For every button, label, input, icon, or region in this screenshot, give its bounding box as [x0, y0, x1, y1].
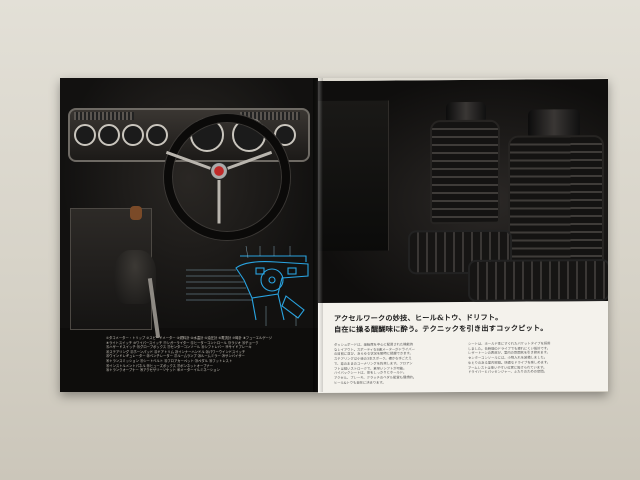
parts-legend: ①タコメーター・トリップ ②スピードメーター ③燃料計 ④水温計 ⑤油圧計 ⑥電…: [106, 336, 312, 388]
dashboard-photo: [60, 78, 318, 338]
gauge-icon: [146, 124, 168, 146]
body-line: ドライバーとパッセンジャー、ふたりのための空間。: [468, 369, 547, 375]
body-line: ヒール&トウも自在に決まります。: [334, 380, 386, 385]
shift-knob: [130, 206, 142, 220]
gauge-icon: [274, 124, 296, 146]
steering-wheel: [164, 114, 290, 240]
seat-back-front: [508, 135, 604, 264]
body-column-1: ダッシュボードは、運転席を中心に配置された機能的 なレイアウト。スポーティな8連…: [334, 342, 454, 385]
seat-back-rear: [430, 119, 500, 225]
legend-line: ①タコメーター・トリップ ②スピードメーター ③燃料計 ④水温計 ⑤油圧計 ⑥電…: [106, 336, 273, 340]
gauge-icon: [74, 124, 96, 146]
interior-diagram: [186, 246, 309, 326]
horn-pad: [210, 162, 228, 180]
vent-left: [74, 112, 134, 120]
legend-line: ㉕ウインドレギュレーター ㉖ベンチレーター ㉗ルームランプ ㉘ルームミラー ㉙サ…: [106, 354, 245, 359]
seats-photo: [318, 78, 608, 304]
headline-line: 自在に操る醍醐味に酔う。テクニックを引き出すコックピット。: [334, 323, 548, 334]
gauge-icon: [98, 124, 120, 146]
body-column-2: シートは、ホールド性にすぐれたバケットタイプを採用 しました。長時間のドライブで…: [468, 341, 588, 375]
right-page: アクセルワークの妙技、ヒール&トウ、ドリフト。 自在に操る醍醐味に酔う。テクニッ…: [318, 78, 608, 394]
legend-line: ⑮ハザードスイッチ ⑯グローブボックス ⑰センターコンソール ⑱シフトレバー ⑲…: [106, 345, 252, 350]
vent-right: [240, 112, 300, 120]
legend-line: ㉚トランスミッション ㉛シートベルト ㉜フロアカーペット ㉝ペダル ㉞フットレス…: [106, 358, 233, 363]
body-text: ダッシュボードは、運転席を中心に配置された機能的 なレイアウト。スポーティな8連…: [334, 341, 604, 389]
open-brochure: ①タコメーター・トリップ ②スピードメーター ③燃料計 ④水温計 ⑤油圧計 ⑥電…: [60, 78, 608, 394]
brochure-spine: [313, 78, 323, 392]
shifter-boot: [114, 250, 156, 304]
gauge-icon: [122, 124, 144, 146]
legend-line: ⑨ライトスイッチ ⑩ワイパースイッチ ⑪シガーライター ⑫ヒーターコントロール …: [106, 340, 259, 345]
door-panel: [318, 100, 389, 252]
legend-line: ⑳ステアリング ㉑ホーンパッド ㉒ドアトリム ㉓インナーハンドル ㉔パワーウイン…: [106, 349, 246, 354]
seat-cushion-front: [468, 258, 608, 302]
left-page: ①タコメーター・トリップ ②スピードメーター ③燃料計 ④水温計 ⑤油圧計 ⑥電…: [60, 78, 318, 392]
legend-line: ㉟インストルメントパネル ㊱ヒューズボックス ㊲ボンネットオープナー: [106, 363, 214, 368]
page-headline: アクセルワークの妙技、ヒール&トウ、ドリフト。 自在に操る醍醐味に酔う。テクニッ…: [334, 311, 604, 335]
legend-line: ㊳トランクオープナー ㊴アクセサリーソケット ㊵メーターイルミネーション: [106, 368, 220, 373]
